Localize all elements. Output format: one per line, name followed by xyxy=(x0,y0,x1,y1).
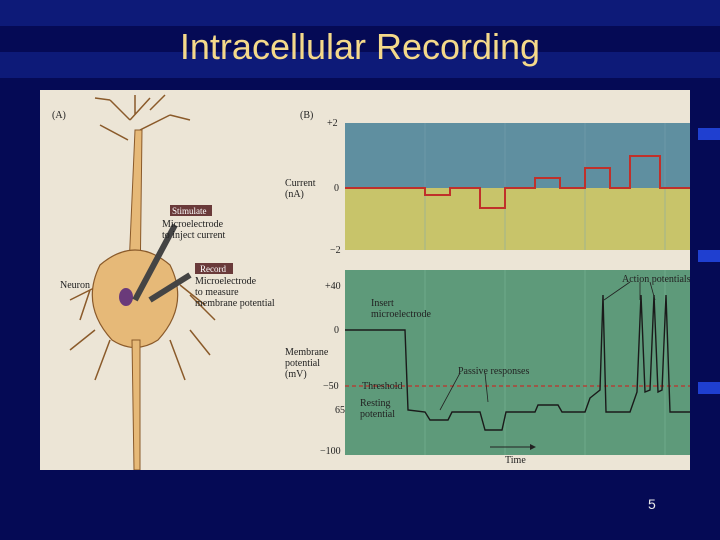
page-number: 5 xyxy=(648,496,656,512)
background-band xyxy=(0,52,720,78)
decorative-bar xyxy=(698,128,720,140)
voltage-tick: 65 xyxy=(335,405,345,416)
neuron-nucleus xyxy=(119,288,133,306)
recording-figure: (A) (B) Neuron Stimulate Microelectrode … xyxy=(40,90,690,470)
passive-responses-label: Passive responses xyxy=(458,366,530,377)
decorative-bar xyxy=(698,382,720,394)
neuron-label: Neuron xyxy=(60,280,90,291)
resting-label: potential xyxy=(360,409,395,420)
panel-a-label: (A) xyxy=(52,110,66,121)
record-electrode xyxy=(148,272,192,303)
voltage-tick: −50 xyxy=(323,381,339,392)
stimulate-text-1: Microelectrode xyxy=(162,219,224,230)
stimulate-text-2: to inject current xyxy=(162,230,226,241)
current-tick: −2 xyxy=(330,245,341,256)
record-text-1: Microelectrode xyxy=(195,276,257,287)
stimulate-electrode xyxy=(132,223,178,302)
current-panel-bottom xyxy=(345,188,690,250)
record-tag: Record xyxy=(200,264,226,274)
passive-pointers xyxy=(439,372,489,411)
voltage-tick: 0 xyxy=(334,325,339,336)
threshold-label: Threshold xyxy=(362,381,403,392)
resting-label: Resting xyxy=(360,398,391,409)
slide-title: Intracellular Recording xyxy=(179,26,541,67)
stimulate-tag-bg xyxy=(170,205,212,216)
time-label: Time xyxy=(505,455,526,466)
current-axis-label: Current xyxy=(285,178,316,189)
voltage-panel xyxy=(345,270,690,455)
panel-b-label: (B) xyxy=(300,110,314,121)
current-tick: 0 xyxy=(334,183,339,194)
record-text-2: to measure xyxy=(195,287,239,298)
action-pointers xyxy=(603,281,656,301)
voltage-tick: −100 xyxy=(320,446,341,457)
record-tag-bg xyxy=(195,263,233,274)
insert-label: Insert xyxy=(371,298,394,309)
membrane-axis-label: Membrane xyxy=(285,347,329,358)
current-axis-unit: (nA) xyxy=(285,189,304,200)
current-trace xyxy=(345,155,690,209)
neuron-drawing xyxy=(69,94,216,470)
stimulate-tag: Stimulate xyxy=(172,206,207,216)
decorative-bar xyxy=(698,250,720,262)
membrane-axis-unit: (mV) xyxy=(285,369,307,380)
insert-label: microelectrode xyxy=(371,309,431,320)
membrane-axis-label: potential xyxy=(285,358,320,369)
current-tick: +2 xyxy=(327,118,338,129)
figure-graphics xyxy=(69,94,690,470)
voltage-grid xyxy=(424,270,666,455)
background-band xyxy=(0,0,720,26)
time-arrowhead xyxy=(530,444,536,450)
record-text-3: membrane potential xyxy=(195,298,275,309)
voltage-tick: +40 xyxy=(325,281,341,292)
action-potentials-label: Action potentials xyxy=(622,274,690,285)
axon xyxy=(131,339,141,470)
